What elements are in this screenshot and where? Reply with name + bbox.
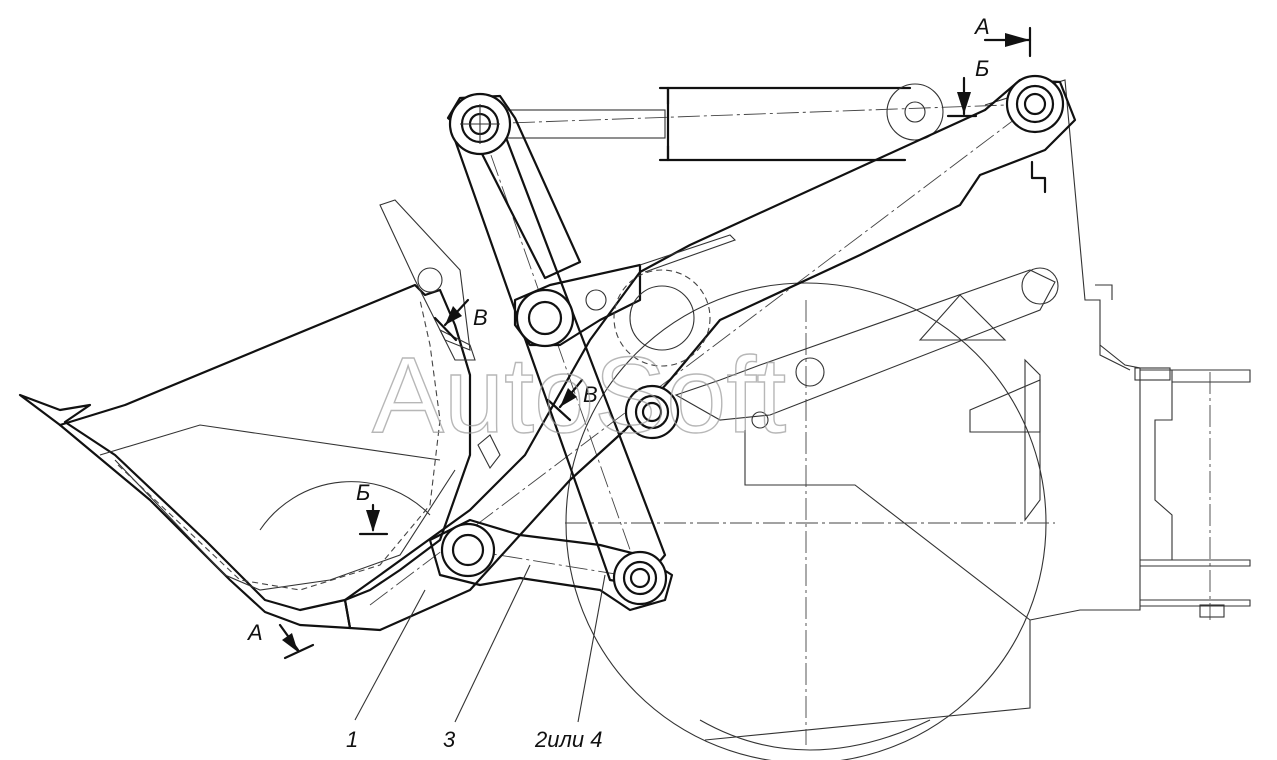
wheel-lower-arc — [699, 719, 931, 751]
section-v-upper-marker — [433, 298, 470, 342]
centerline-lever — [479, 123, 641, 579]
hinge-bolt-bottom — [1199, 604, 1225, 618]
leader-part-3 — [454, 564, 531, 723]
lower-link — [428, 518, 674, 612]
callout-part-1: 1 — [346, 727, 358, 752]
callout-part-2-or-4: 2или 4 — [534, 727, 602, 752]
pivot-plate — [513, 234, 737, 367]
leader-part-2-or-4 — [577, 574, 606, 723]
mid-joint — [477, 267, 1059, 470]
frame-step — [1095, 284, 1131, 371]
centerline-boom — [369, 103, 1036, 606]
section-a-top-marker — [983, 26, 1032, 58]
front-frame — [704, 79, 1141, 741]
section-label-a-bottom: А — [246, 620, 263, 645]
lift-cylinder — [504, 83, 944, 162]
frame-window-mid — [969, 379, 1041, 433]
hinge-bracket — [1140, 369, 1251, 607]
section-label-v-lower: В — [583, 382, 598, 407]
frame-window-top — [918, 294, 1007, 341]
section-z-marker — [1030, 160, 1047, 194]
section-label-v-upper: В — [473, 305, 488, 330]
section-label-b-bucket: Б — [356, 480, 370, 505]
boom-arm — [343, 74, 1077, 632]
leader-part-1 — [354, 589, 426, 721]
bucket — [18, 199, 476, 630]
section-b-bucket-marker — [358, 503, 389, 536]
callout-part-3: 3 — [443, 727, 456, 752]
section-v-lower-marker — [546, 378, 584, 422]
frame-plate — [1140, 369, 1173, 561]
watermark: AutoSoft — [372, 334, 786, 455]
centerline-cylinder — [479, 103, 1036, 125]
section-label-a-top: А — [973, 14, 990, 39]
section-a-bottom-marker — [278, 623, 315, 660]
centerline-link — [467, 549, 641, 579]
hinge-bolt-top — [1134, 367, 1171, 381]
section-b-top-marker — [946, 76, 978, 118]
section-label-b-top: Б — [975, 56, 989, 81]
